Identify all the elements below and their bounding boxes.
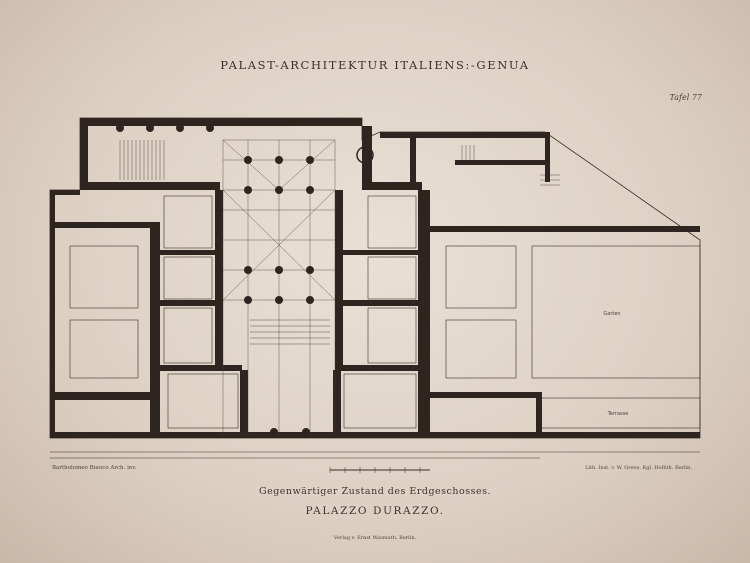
building-name: PALAZZO DURAZZO. xyxy=(305,505,445,517)
plate-number: Tafel 77 xyxy=(669,93,702,102)
architect-credit: Bartholomeo Bianco Arch. inv. xyxy=(52,465,137,471)
plate-title: PALAST-ARCHITEKTUR ITALIENS:-GENUA xyxy=(220,58,530,72)
plan-subtitle: Gegenwärtiger Zustand des Erdgeschosses. xyxy=(259,486,491,497)
lithographer-credit: Lith. Inst. v. W. Greve, Kgl. Hoflith. B… xyxy=(585,465,692,471)
garden-label: Garten xyxy=(603,311,620,317)
publisher-credit: Verlag v. Ernst Wasmuth. Berlin. xyxy=(333,535,417,541)
terrace-label: Terrasse xyxy=(607,411,629,417)
